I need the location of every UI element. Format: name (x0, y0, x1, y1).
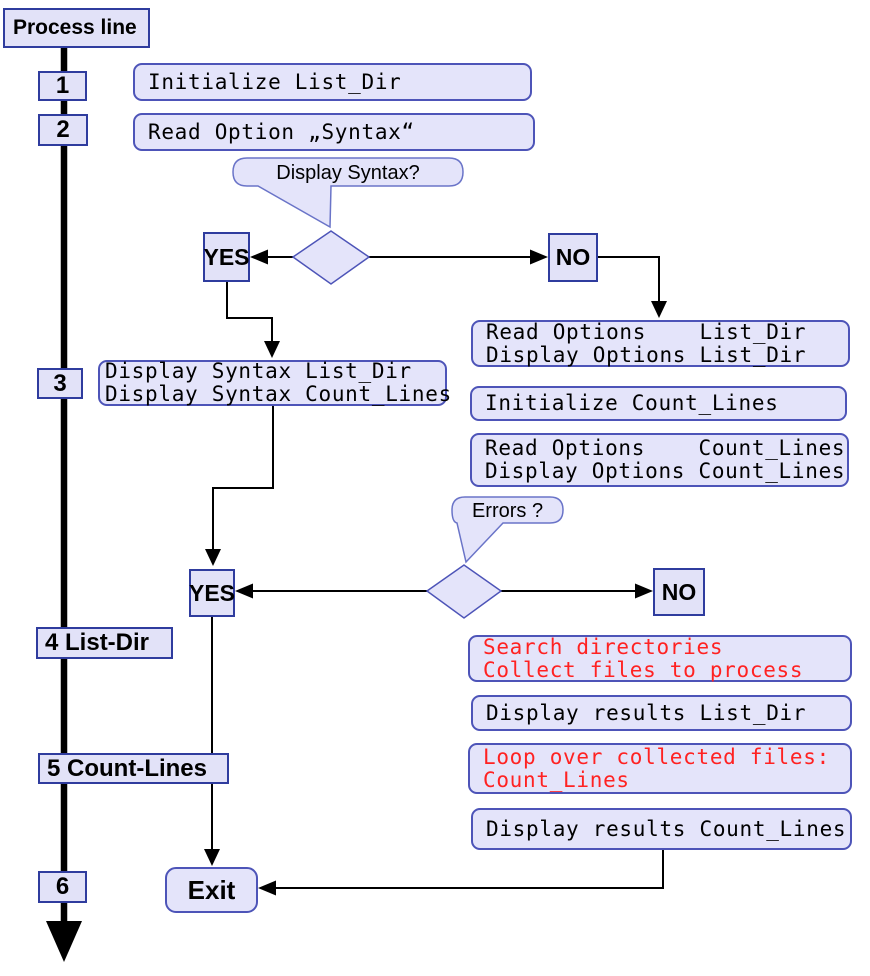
step-3-marker: 3 (37, 368, 83, 399)
flow-box-read-options-count-lines: Read Options Count_Lines Display Options… (470, 433, 849, 487)
step-6-marker: 6 (38, 871, 87, 903)
no-branch-1: NO (548, 233, 598, 282)
process-line-title: Process line (3, 8, 150, 48)
flow-box-display-syntax: Display Syntax List_Dir Display Syntax C… (98, 359, 452, 406)
flow-box-read-options-list-dir: Read Options List_Dir Display Options Li… (471, 320, 850, 367)
flow-box-text: Display results List_Dir (486, 700, 807, 725)
flow-box-text: Display results Count_Lines (486, 816, 847, 841)
flow-box-text: Count_Lines (483, 767, 630, 792)
flow-box-text: Display Syntax List_Dir (105, 359, 412, 383)
arrowhead-into-yes1-icon (250, 249, 268, 265)
arrowhead-into-no1-icon (530, 249, 548, 265)
flow-box-display-results-list-dir: Display results List_Dir (471, 695, 852, 731)
flow-box-read-option-syntax: Read Option „Syntax“ (133, 113, 535, 151)
flow-box-text: Display Syntax Count_Lines (105, 382, 452, 406)
yes-branch-1: YES (203, 232, 250, 282)
flow-box-text: Display Options Count_Lines (485, 459, 846, 483)
flow-box-text: Display Options List_Dir (486, 342, 807, 367)
decision-diamond-errors (425, 564, 503, 619)
flow-box-text: Initialize List_Dir (148, 69, 402, 94)
flow-box-text: Search directories (483, 634, 724, 659)
connector-results-exit (274, 850, 664, 889)
arrowhead-into-read-options-icon (651, 301, 667, 318)
arrowhead-into-yes2-side-icon (235, 583, 253, 599)
callout-display-syntax-label: Display Syntax? (276, 161, 420, 184)
process-line-end-arrow-icon (46, 921, 82, 962)
flow-box-loop-collected-files: Loop over collected files: Count_Lines (468, 743, 852, 794)
step-5-count-lines-marker: 5 Count-Lines (38, 753, 229, 784)
yes-branch-2: YES (189, 569, 235, 617)
no-branch-2: NO (653, 568, 705, 616)
flow-box-text: Initialize Count_Lines (485, 391, 779, 415)
flow-box-search-directories: Search directories Collect files to proc… (468, 635, 852, 682)
decision-diamond-display-syntax (291, 230, 371, 285)
arrowhead-into-no2-icon (635, 583, 653, 599)
arrowhead-into-display-syntax-icon (264, 341, 280, 358)
flow-box-text: Read Options Count_Lines (485, 436, 846, 460)
flow-box-text: Collect files to process (483, 657, 804, 682)
callout-bubble-display-syntax (232, 157, 464, 229)
connector-yes1-display-syntax (226, 282, 273, 342)
flow-box-text: Read Options List_Dir (486, 319, 807, 344)
flow-box-initialize-count-lines: Initialize Count_Lines (470, 386, 847, 421)
step-2-marker: 2 (38, 114, 88, 146)
flow-box-display-results-count-lines: Display results Count_Lines (471, 808, 852, 850)
callout-errors-label: Errors ? (471, 499, 544, 522)
arrowhead-into-exit-top-icon (204, 849, 220, 866)
flow-box-initialize-list-dir: Initialize List_Dir (133, 63, 532, 101)
step-1-marker: 1 (38, 71, 87, 101)
flow-box-text: Read Option „Syntax“ (148, 119, 415, 144)
connector-display-syntax-yes2 (212, 405, 274, 550)
callout-bubble-errors (451, 496, 564, 564)
arrowhead-into-exit-side-icon (258, 880, 276, 896)
flow-box-text: Loop over collected files: (483, 744, 830, 769)
connector-no1-read-options (598, 256, 660, 303)
arrowhead-into-yes2-icon (205, 549, 221, 566)
exit-node: Exit (165, 867, 258, 913)
step-4-list-dir-marker: 4 List-Dir (36, 627, 173, 659)
